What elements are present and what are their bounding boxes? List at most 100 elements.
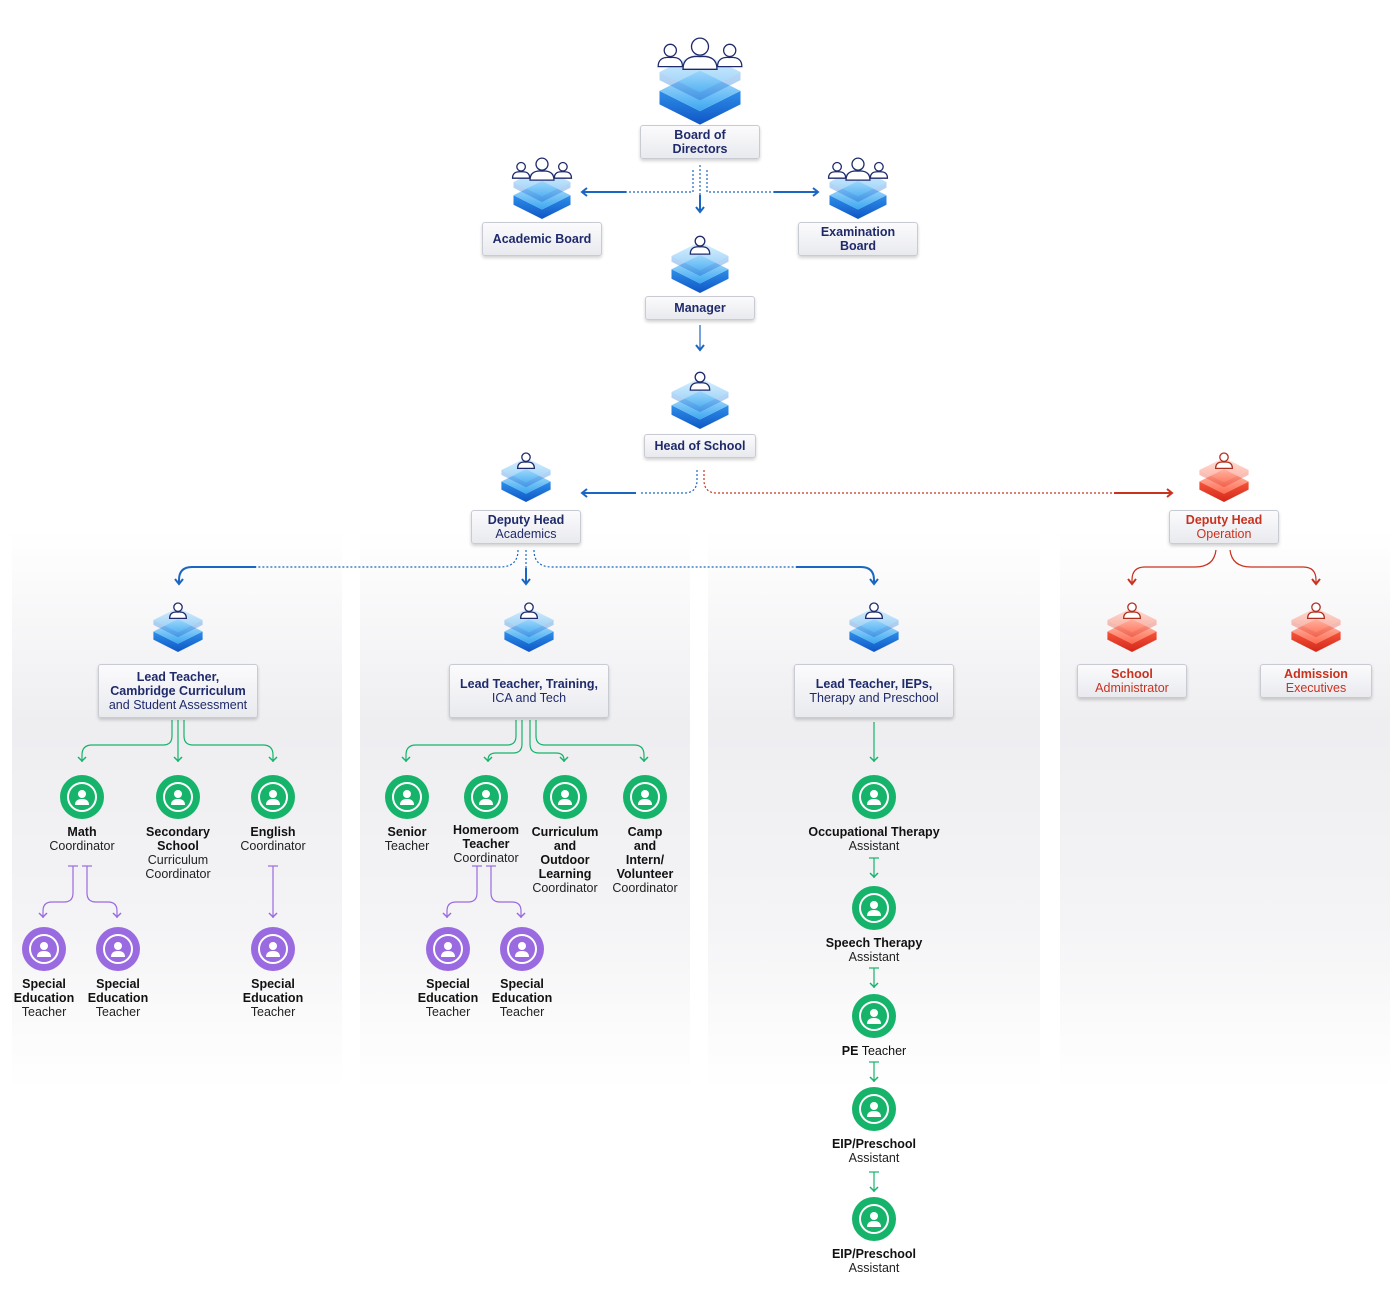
col2-role-1-person-icon — [464, 775, 508, 819]
sped-teacher-3-subtitle: Teacher — [425, 1005, 471, 1019]
col1-role-1-title: Secondary — [146, 825, 210, 839]
lead-teacher-cambridge-box[interactable]: Lead Teacher, Cambridge Curriculum and S… — [98, 664, 258, 718]
school-administrator-title: School — [1111, 667, 1153, 681]
examination-board-box[interactable]: Examination Board — [798, 222, 918, 256]
admission-executives-box[interactable]: Admission Executives — [1260, 664, 1372, 698]
lead1-connectors — [77, 720, 278, 763]
head-of-school-icon — [671, 371, 729, 430]
sped-teacher-0-subtitle: Teacher — [21, 1005, 67, 1019]
board-of-directors-label: Board of Directors — [672, 128, 728, 156]
sped-1-person-icon — [96, 927, 140, 971]
col2-role-3-title: Volunteer — [616, 867, 674, 881]
board-of-directors-icon — [657, 37, 743, 125]
deputy-academics-title: Deputy Head — [487, 513, 565, 527]
col2-role-3-title: and — [633, 839, 657, 853]
col1-role-1-person-icon — [156, 775, 200, 819]
col3-role-0-subtitle: Assistant — [848, 839, 900, 853]
school-administrator-icon — [1107, 602, 1157, 652]
sped-teacher-4-subtitle: Teacher — [499, 1005, 545, 1019]
col3-role-4-person-icon — [852, 1197, 896, 1241]
col2-role-1-title: Teacher — [462, 837, 510, 851]
examination-board-icon — [827, 157, 889, 220]
lead2-icon — [504, 602, 554, 652]
admission-executives-sub: Executives — [1285, 681, 1347, 695]
col1-role-1-subtitle: Curriculum — [147, 853, 209, 867]
col1-role-2-person-icon — [251, 775, 295, 819]
col3-role-0-title: Occupational Therapy — [808, 825, 940, 839]
academic-board-label: Academic Board — [492, 232, 592, 246]
sped-teacher-1-subtitle: Teacher — [95, 1005, 141, 1019]
manager-label: Manager — [674, 301, 726, 315]
col2-role-0-title: Senior — [387, 825, 427, 839]
lead-teacher-training-box[interactable]: Lead Teacher, Training, ICA and Tech — [449, 664, 609, 718]
sped-connectors — [38, 865, 526, 919]
school-administrator-box[interactable]: School Administrator — [1077, 664, 1187, 698]
col3-role-2: PE Teacher — [842, 1044, 906, 1058]
deputy-academics-sub: Academics — [495, 527, 557, 541]
col3-role-2-subtitle: Teacher — [858, 1044, 907, 1058]
deputy-operation-connectors — [1127, 549, 1321, 586]
board-of-directors-box[interactable]: Board of Directors — [640, 125, 760, 159]
col3-role-2-title: PE — [841, 1044, 859, 1058]
col1-role-1-subtitle: Coordinator — [145, 867, 211, 881]
col2-role-2-title: Curriculum — [531, 825, 599, 839]
manager-icon — [671, 235, 729, 294]
col2-role-2-person-icon — [543, 775, 587, 819]
col2-role-2-subtitle: Coordinator — [532, 881, 598, 895]
sped-2-person-icon — [251, 927, 295, 971]
sped-teacher-2-title: Education — [242, 991, 304, 1005]
lead1-line2: Cambridge Curriculum — [110, 684, 246, 698]
sped-teacher-0-title: Special — [22, 977, 66, 991]
col2-role-2-title: Outdoor — [540, 853, 590, 867]
lead1-icon — [153, 602, 203, 652]
col3-role-1-person-icon — [852, 886, 896, 930]
col3-role-2-person-icon — [852, 994, 896, 1038]
lead1-line1: Lead Teacher, — [136, 670, 220, 684]
col1-role-0-subtitle: Coordinator — [49, 839, 115, 853]
lead-teacher-ieps-box[interactable]: Lead Teacher, IEPs, Therapy and Preschoo… — [794, 664, 954, 718]
col3-role-3-person-icon — [852, 1087, 896, 1131]
sped-teacher-2-title: Special — [251, 977, 295, 991]
col2-role-3-title: Intern/ — [625, 853, 665, 867]
sped-teacher-3-title: Education — [417, 991, 479, 1005]
examination-board-label: Examination Board — [820, 225, 896, 253]
col1-role-0-person-icon — [60, 775, 104, 819]
lead3-icon — [849, 602, 899, 652]
lead3-connectors — [869, 722, 879, 1193]
sped-teacher-1-title: Education — [87, 991, 149, 1005]
col2-role-3-title: Camp — [627, 825, 663, 839]
deputy-academics-icon — [501, 452, 551, 502]
deputy-operation-title: Deputy Head — [1185, 513, 1263, 527]
col3-role-3-title: EIP/Preschool — [831, 1137, 917, 1151]
lead3-line2: Therapy and Preschool — [809, 691, 939, 705]
deputy-head-operation-box[interactable]: Deputy Head Operation — [1169, 510, 1279, 544]
head-of-school-label: Head of School — [654, 439, 746, 453]
col2-role-1-subtitle: Coordinator — [453, 851, 519, 865]
head-of-school-box[interactable]: Head of School — [644, 434, 756, 458]
academic-board-box[interactable]: Academic Board — [482, 222, 602, 256]
manager-box[interactable]: Manager — [645, 296, 755, 320]
lead2-line2: ICA and Tech — [491, 691, 567, 705]
deputy-operation-sub: Operation — [1196, 527, 1252, 541]
deputy-head-academics-box[interactable]: Deputy Head Academics — [471, 510, 581, 544]
board-connectors — [580, 165, 820, 352]
col3-role-4-title: EIP/Preschool — [831, 1247, 917, 1261]
sped-teacher-1-title: Special — [96, 977, 140, 991]
col2-role-1-title: Homeroom — [453, 823, 519, 837]
col1-role-2-title: English — [250, 825, 296, 839]
lead1-line3: and Student Assessment — [108, 698, 248, 712]
